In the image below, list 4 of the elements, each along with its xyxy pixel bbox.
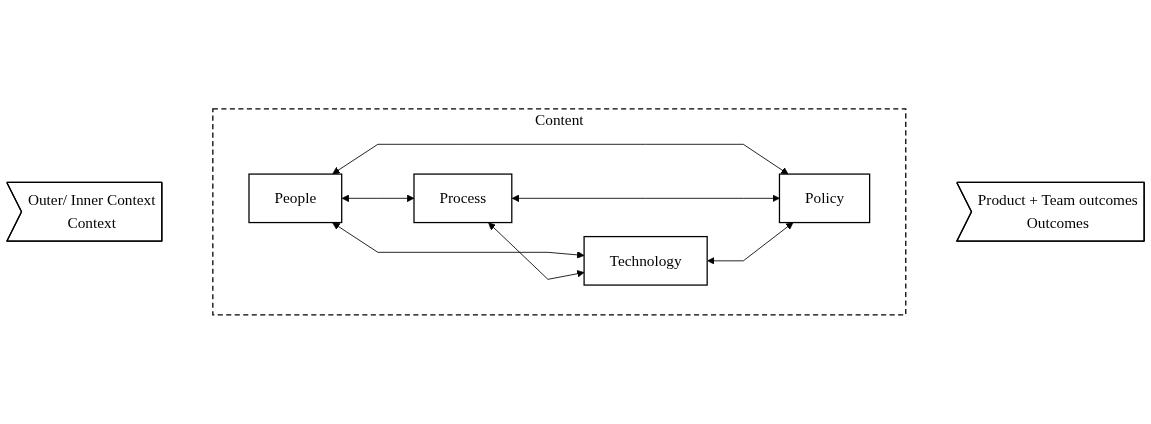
node-box: Policy — [778, 173, 871, 224]
node-box: People — [248, 173, 343, 224]
node-box: Process — [413, 173, 513, 224]
node-box: Technology — [583, 236, 708, 286]
